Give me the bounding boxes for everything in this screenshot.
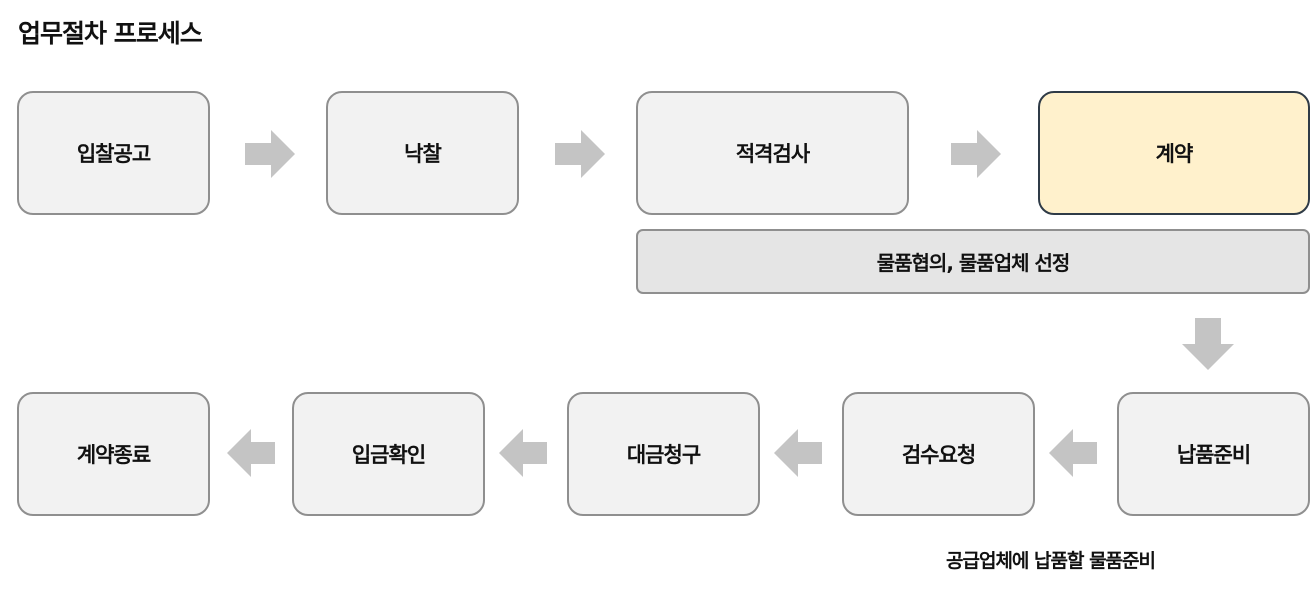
delivery-prep-note: 공급업체에 납품할 물품준비: [946, 550, 1156, 572]
step-delivery-prep: 납품준비: [1117, 392, 1310, 516]
arrow-left-icon: [774, 429, 822, 477]
arrow-left-icon: [499, 429, 547, 477]
page-title: 업무절차 프로세스: [18, 19, 203, 48]
step-payment-confirm: 입금확인: [292, 392, 485, 516]
step-qualification: 적격검사: [636, 91, 909, 215]
step-contract: 계약: [1038, 91, 1310, 215]
arrow-down-icon: [1182, 318, 1234, 370]
step-billing: 대금청구: [567, 392, 760, 516]
step-award: 낙찰: [326, 91, 519, 215]
step-contract-end: 계약종료: [17, 392, 210, 516]
arrow-left-icon: [1049, 429, 1097, 477]
sub-process-bar: 물품협의, 물품업체 선정: [636, 229, 1310, 294]
arrow-right-icon: [951, 130, 1001, 178]
arrow-right-icon: [245, 130, 295, 178]
step-inspection-request: 검수요청: [842, 392, 1035, 516]
arrow-right-icon: [555, 130, 605, 178]
step-bid-notice: 입찰공고: [17, 91, 210, 215]
arrow-left-icon: [227, 429, 275, 477]
